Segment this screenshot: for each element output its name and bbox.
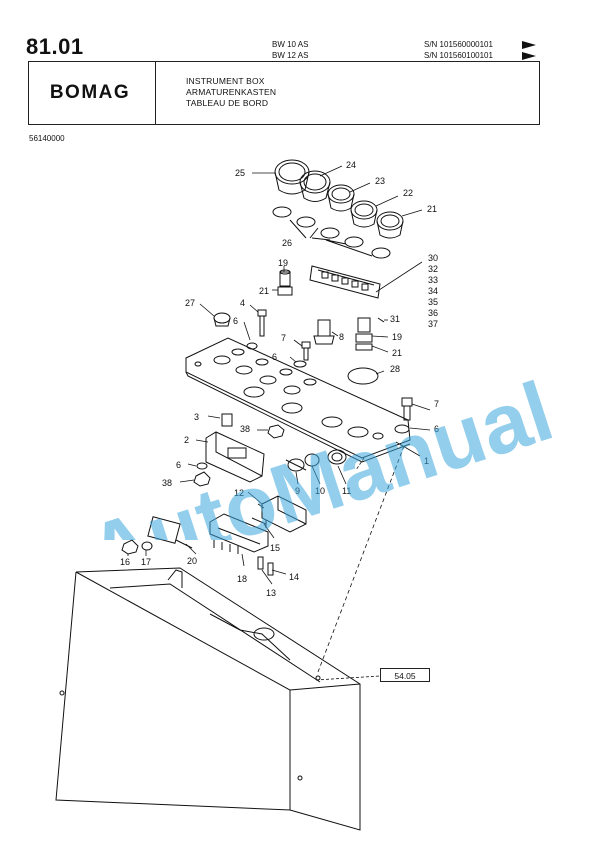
arrow-right-icon — [522, 52, 536, 60]
callout: 22 — [403, 188, 413, 198]
gasket-28 — [347, 367, 379, 385]
nut-38 — [267, 424, 285, 439]
callout: 13 — [266, 588, 276, 598]
cap-11 — [327, 449, 347, 465]
callout: 19 — [392, 332, 402, 342]
switch-19-21 — [277, 269, 293, 296]
callout: 38 — [240, 424, 250, 434]
washer-6-right — [394, 424, 410, 434]
callout: 23 — [375, 176, 385, 186]
callout-group: 35 — [428, 297, 438, 307]
model-bw12: BW 12 AS — [272, 51, 309, 60]
callout: 28 — [390, 364, 400, 374]
arrow-right-icon — [522, 41, 536, 49]
title-fr: TABLEAU DE BORD — [186, 98, 269, 108]
gauge-25 — [299, 170, 331, 202]
callout: 3 — [194, 412, 199, 422]
callout: 1 — [424, 456, 429, 466]
callout: 21 — [392, 348, 402, 358]
callout: 16 — [120, 557, 130, 567]
callout: 6 — [233, 316, 238, 326]
washer-6 — [293, 360, 307, 368]
callout-group: 36 — [428, 308, 438, 318]
fuses-13-14 — [257, 556, 274, 576]
callout-group: 32 — [428, 264, 438, 274]
relay-20 — [147, 516, 193, 549]
panel-plate-1 — [185, 337, 411, 463]
model-bw10: BW 10 AS — [272, 40, 309, 49]
serial-2: S/N 101560100101 — [424, 51, 493, 60]
serial-1: S/N 101560000101 — [424, 40, 493, 49]
gauge-23 — [350, 200, 378, 228]
brand-logo: BOMAG — [49, 82, 131, 103]
screw-7 — [301, 341, 311, 361]
callout-group: 37 — [428, 319, 438, 329]
callout: 27 — [185, 298, 195, 308]
callout: 10 — [315, 486, 325, 496]
nut-38-lower — [193, 471, 211, 487]
screw-7-right — [401, 397, 413, 421]
callout-group: 30 — [428, 253, 438, 263]
callout: 24 — [346, 160, 356, 170]
switch-8 — [313, 319, 335, 345]
divider — [155, 62, 156, 124]
leader-lines — [127, 165, 431, 681]
orings-27 — [272, 206, 391, 259]
callout: 19 — [278, 258, 288, 268]
callout: 14 — [289, 572, 299, 582]
callout: 12 — [234, 488, 244, 498]
callout: 2 — [184, 435, 189, 445]
washer-17 — [141, 541, 153, 551]
screw-4 — [257, 309, 267, 337]
gauge-22 — [376, 211, 404, 239]
title-de: ARMATURENKASTEN — [186, 87, 277, 97]
callout: 15 — [270, 543, 280, 553]
instrument-housing — [55, 567, 361, 831]
callout: 20 — [187, 556, 197, 566]
title-block: BOMAG INSTRUMENT BOX ARMATURENKASTEN TAB… — [28, 61, 540, 125]
fuse-box-12 — [261, 495, 307, 533]
callout: 38 — [162, 478, 172, 488]
callout: 9 — [295, 486, 300, 496]
callout-labels: 25 24 23 22 21 26 30 32 33 34 35 36 37 1… — [120, 160, 439, 598]
knob-29 — [213, 312, 231, 327]
pin-31 — [377, 317, 385, 323]
callout: 6 — [176, 460, 181, 470]
callout: 31 — [390, 314, 400, 324]
callout: 6 — [434, 424, 439, 434]
nut-16 — [121, 539, 139, 555]
callout: 21 — [427, 204, 437, 214]
gauge-24 — [327, 184, 355, 212]
switch-19-21-right — [355, 317, 373, 351]
key-switch-9-10 — [285, 453, 320, 472]
fuse-holder-18 — [209, 513, 269, 554]
washer-6 — [246, 342, 258, 350]
callout: 18 — [237, 574, 247, 584]
callout: 7 — [281, 333, 286, 343]
callout: 6 — [272, 352, 277, 362]
switch-box-2 — [205, 431, 265, 483]
callout-group: 33 — [428, 275, 438, 285]
callout: 17 — [141, 557, 151, 567]
callout: 4 — [240, 298, 245, 308]
callout: 25 — [235, 168, 245, 178]
lamp-strip-30 — [309, 265, 381, 299]
spacer-3 — [221, 413, 233, 427]
page-number: 81.01 — [26, 34, 84, 59]
crossref-box: 54.05 — [380, 668, 430, 682]
drawing-reference: 56140000 — [29, 134, 65, 143]
callout: 11 — [342, 486, 351, 496]
callout: 26 — [282, 238, 292, 248]
title-en: INSTRUMENT BOX — [186, 76, 265, 86]
callout: 7 — [434, 399, 439, 409]
callout: 21 — [259, 286, 269, 296]
washer-6-lower — [196, 462, 208, 470]
callout: 8 — [339, 332, 344, 342]
callout-group: 34 — [428, 286, 438, 296]
